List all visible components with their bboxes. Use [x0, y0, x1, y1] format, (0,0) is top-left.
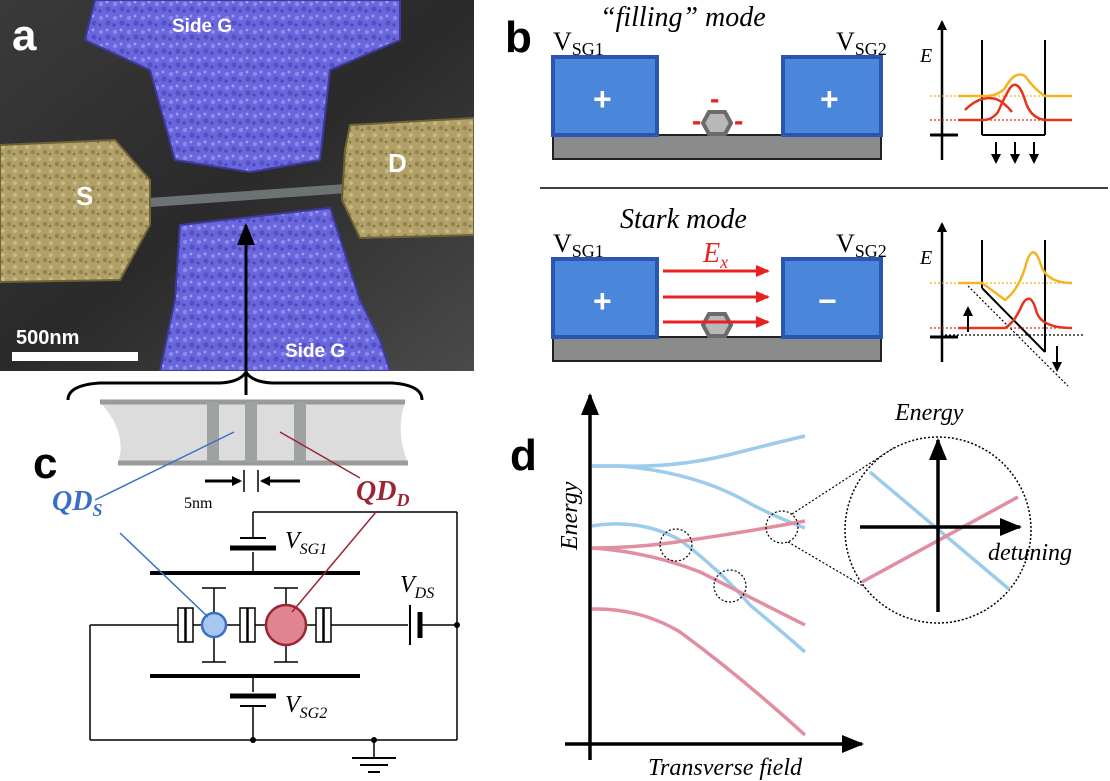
- v-ds-label: VDS: [400, 572, 434, 602]
- junction-dot-bottom: [250, 737, 256, 743]
- filling-vsg1: VSG1: [553, 27, 604, 59]
- side-gate-bottom-label: Side G: [285, 341, 345, 362]
- inset-detuning-label: detuning: [988, 540, 1072, 566]
- panel-label-c: c: [33, 439, 57, 488]
- wire-section: [100, 399, 408, 466]
- circuit: [89, 511, 458, 773]
- side-gate-bottom: [158, 206, 392, 371]
- qd-d-leader: [291, 511, 377, 613]
- stark-mode-title: Stark mode: [620, 204, 747, 235]
- qd-d-pointer: [279, 431, 361, 479]
- source-label: S: [76, 181, 93, 211]
- filling-right-plus: +: [820, 81, 839, 117]
- stark-vsg1: VSG1: [553, 229, 604, 261]
- stark-device: [551, 257, 883, 362]
- level-curves: [591, 434, 807, 737]
- nanowire: [120, 183, 362, 209]
- field-axis-label: Transverse field: [648, 755, 803, 781]
- qd-s-dot: [200, 611, 228, 639]
- crossing-circle: [765, 510, 799, 544]
- blue-level-branch: [592, 464, 806, 530]
- pink-level-bottom: [591, 607, 807, 737]
- stark-energy-axis-label: E: [919, 247, 932, 269]
- brace: [66, 369, 424, 401]
- panel-label-b: b: [505, 13, 532, 62]
- anticrossing-circle-1: [659, 528, 693, 562]
- pink-level-middle: [591, 546, 806, 627]
- anticrossing-circle-2: [713, 569, 747, 603]
- qd-s-pointer: [94, 431, 235, 501]
- panel-label-d: d: [510, 431, 537, 480]
- scalebar: [12, 352, 138, 361]
- field-label: Ex: [702, 238, 728, 272]
- charge-top: -: [710, 83, 719, 114]
- panel-label-a: a: [12, 11, 37, 60]
- inset-energy-label: Energy: [894, 400, 964, 426]
- filling-energy-axis-label: E: [919, 45, 932, 67]
- filling-energy-diagram: [930, 20, 1072, 164]
- blue-level-top: [592, 434, 806, 468]
- filling-vsg2: VSG2: [836, 27, 887, 59]
- sem-image: [0, 0, 474, 371]
- junction-dot-right: [454, 622, 460, 628]
- filling-device: [551, 55, 883, 160]
- gap-label: 5nm: [184, 495, 213, 512]
- scalebar-label: 500nm: [16, 327, 79, 349]
- filling-mode-title: “filling” mode: [600, 2, 766, 33]
- v-sg1-label: VSG1: [285, 528, 327, 558]
- junction-dot-ground: [371, 737, 377, 743]
- stark-energy-diagram: [930, 222, 1085, 387]
- qd-s-leader: [119, 532, 209, 618]
- pink-level-upper: [591, 519, 806, 550]
- qd-d-label: QDD: [356, 476, 409, 510]
- v-sg2-label: VSG2: [285, 692, 327, 722]
- zoom-line-top: [791, 446, 896, 515]
- filling-left-plus: +: [593, 81, 612, 117]
- drain-label: D: [388, 148, 407, 178]
- side-gate-top-label: Side G: [172, 16, 232, 37]
- side-gate-top: [83, 0, 401, 174]
- qd-s-label: QDS: [52, 486, 102, 520]
- stark-vsg2: VSG2: [836, 229, 887, 261]
- stark-right-minus: −: [818, 283, 837, 319]
- energy-axis-label: Energy: [557, 481, 583, 551]
- qd-d-dot: [264, 603, 308, 647]
- stark-left-plus: +: [593, 283, 612, 319]
- source-contact: [0, 138, 151, 284]
- inset-plot: [861, 470, 1019, 592]
- blue-level-middle: [591, 522, 807, 654]
- charge-left: -: [692, 105, 701, 136]
- drain-contact: [340, 116, 474, 240]
- charge-right: -: [734, 105, 743, 136]
